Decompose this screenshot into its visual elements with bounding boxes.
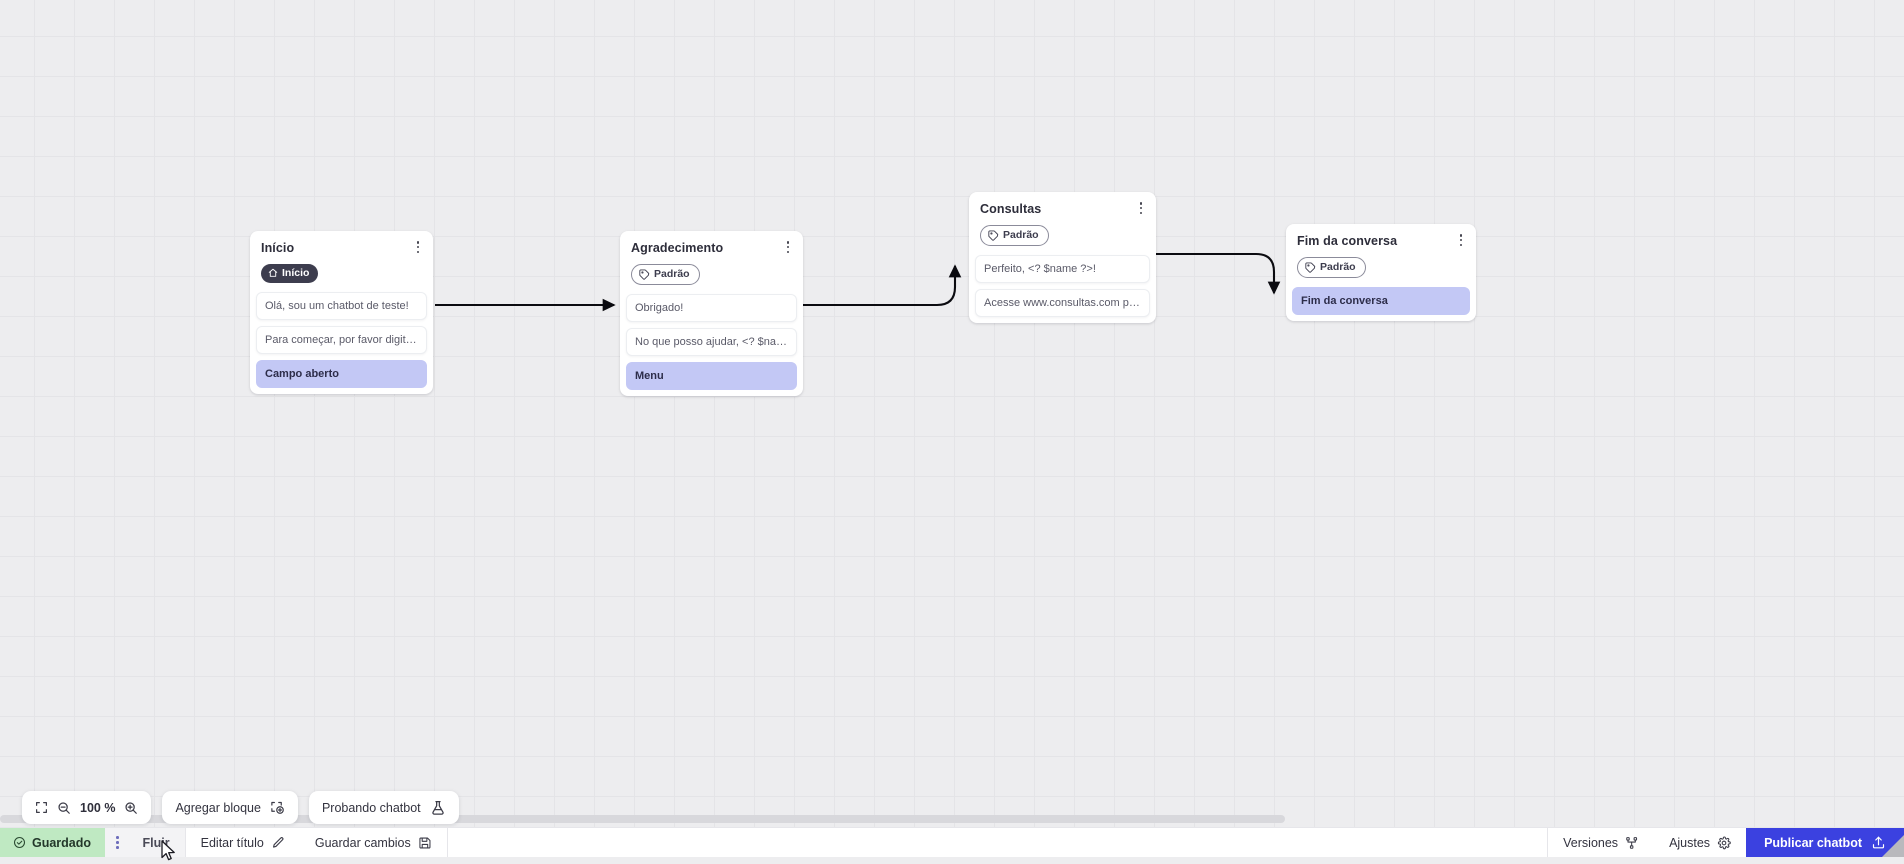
tag-icon — [988, 230, 999, 241]
node-message-accent[interactable]: Campo aberto — [256, 360, 427, 388]
home-icon — [268, 268, 278, 278]
connector-agradecimento-to-consultas — [803, 266, 955, 305]
tag-icon — [1305, 262, 1316, 273]
node-badge-label: Padrão — [654, 269, 690, 280]
settings-button[interactable]: Ajustes — [1654, 828, 1746, 857]
node-menu-button[interactable] — [411, 239, 425, 255]
node-messages: Fim da conversa — [1286, 287, 1476, 315]
edit-title-button[interactable]: Editar título — [186, 828, 300, 857]
versions-button[interactable]: Versiones — [1548, 828, 1654, 857]
flow-node-fim-da-conversa[interactable]: Fim da conversa Padrão Fim da conversa — [1286, 224, 1476, 321]
node-message[interactable]: No que posso ajudar, <? $name ... — [626, 328, 797, 356]
save-changes-button[interactable]: Guardar cambios — [300, 828, 447, 857]
node-badge: Padrão — [631, 264, 700, 285]
flow-options-menu-button[interactable] — [105, 828, 128, 857]
connector-consultas-to-fim — [1153, 254, 1274, 293]
publish-chatbot-button[interactable]: Publicar chatbot — [1746, 828, 1904, 857]
zoom-controls[interactable]: 100 % — [22, 791, 151, 824]
zoom-in-icon[interactable] — [124, 801, 138, 815]
node-header: Consultas Padrão — [969, 192, 1156, 255]
node-messages: Olá, sou um chatbot de teste! Para começ… — [250, 292, 433, 388]
floppy-disk-icon — [418, 836, 432, 850]
node-message-accent[interactable]: Menu — [626, 362, 797, 390]
node-header: Início Início — [250, 231, 433, 292]
node-title: Agradecimento — [631, 241, 792, 255]
flask-icon — [430, 800, 446, 816]
add-block-label: Agregar bloque — [175, 801, 260, 815]
canvas-toolbar: 100 % Agregar bloque Probando chatbot — [22, 791, 459, 824]
bottom-status-bar: Guardado Fluir Editar título Guardar cam… — [0, 827, 1904, 857]
branch-icon — [1625, 836, 1639, 850]
flow-canvas[interactable]: Início Início Olá, sou um chatbot de tes… — [0, 0, 1904, 827]
node-message[interactable]: Para começar, por favor digite o ... — [256, 326, 427, 354]
window-resize-grip[interactable] — [1882, 835, 1904, 857]
node-message[interactable]: Obrigado! — [626, 294, 797, 322]
fit-screen-icon[interactable] — [35, 801, 48, 814]
flow-node-consultas[interactable]: Consultas Padrão Perfeito, <? $name ?>! … — [969, 192, 1156, 323]
tag-icon — [639, 269, 650, 280]
tab-fluir[interactable]: Fluir — [128, 828, 186, 857]
node-badge-label: Início — [282, 268, 309, 279]
check-circle-icon — [13, 836, 26, 849]
save-changes-label: Guardar cambios — [315, 836, 411, 850]
statusbar-spacer — [448, 828, 1547, 857]
node-title: Consultas — [980, 202, 1145, 216]
connector-layer — [0, 0, 1904, 827]
node-badge: Padrão — [980, 225, 1049, 246]
node-badge: Início — [261, 264, 318, 283]
settings-label: Ajustes — [1669, 836, 1710, 850]
zoom-out-icon[interactable] — [57, 801, 71, 815]
flow-node-agradecimento[interactable]: Agradecimento Padrão Obrigado! No que po… — [620, 231, 803, 396]
node-menu-button[interactable] — [781, 239, 795, 255]
node-menu-button[interactable] — [1454, 232, 1468, 248]
node-messages: Perfeito, <? $name ?>! Acesse www.consul… — [969, 255, 1156, 317]
test-chatbot-button[interactable]: Probando chatbot — [309, 791, 459, 824]
flow-node-inicio[interactable]: Início Início Olá, sou um chatbot de tes… — [250, 231, 433, 394]
node-title: Fim da conversa — [1297, 234, 1465, 248]
node-message[interactable]: Acesse www.consultas.com par... — [975, 289, 1150, 317]
node-header: Agradecimento Padrão — [620, 231, 803, 294]
node-message-accent[interactable]: Fim da conversa — [1292, 287, 1470, 315]
edit-title-label: Editar título — [201, 836, 264, 850]
node-header: Fim da conversa Padrão — [1286, 224, 1476, 287]
add-block-icon — [270, 800, 285, 815]
node-title: Início — [261, 241, 422, 255]
versions-label: Versiones — [1563, 836, 1618, 850]
test-chatbot-label: Probando chatbot — [322, 801, 421, 815]
add-block-button[interactable]: Agregar bloque — [162, 791, 297, 824]
publish-chatbot-label: Publicar chatbot — [1764, 836, 1862, 850]
node-menu-button[interactable] — [1134, 200, 1148, 216]
node-messages: Obrigado! No que posso ajudar, <? $name … — [620, 294, 803, 390]
gear-icon — [1717, 836, 1731, 850]
node-badge-label: Padrão — [1003, 230, 1039, 241]
node-badge: Padrão — [1297, 257, 1366, 278]
saved-status-label: Guardado — [32, 836, 91, 850]
node-message[interactable]: Perfeito, <? $name ?>! — [975, 255, 1150, 283]
node-message[interactable]: Olá, sou um chatbot de teste! — [256, 292, 427, 320]
saved-status-badge: Guardado — [0, 828, 105, 857]
zoom-level-label: 100 % — [80, 801, 115, 815]
pencil-icon — [271, 836, 285, 850]
node-badge-label: Padrão — [1320, 262, 1356, 273]
tab-fluir-label: Fluir — [143, 836, 170, 850]
